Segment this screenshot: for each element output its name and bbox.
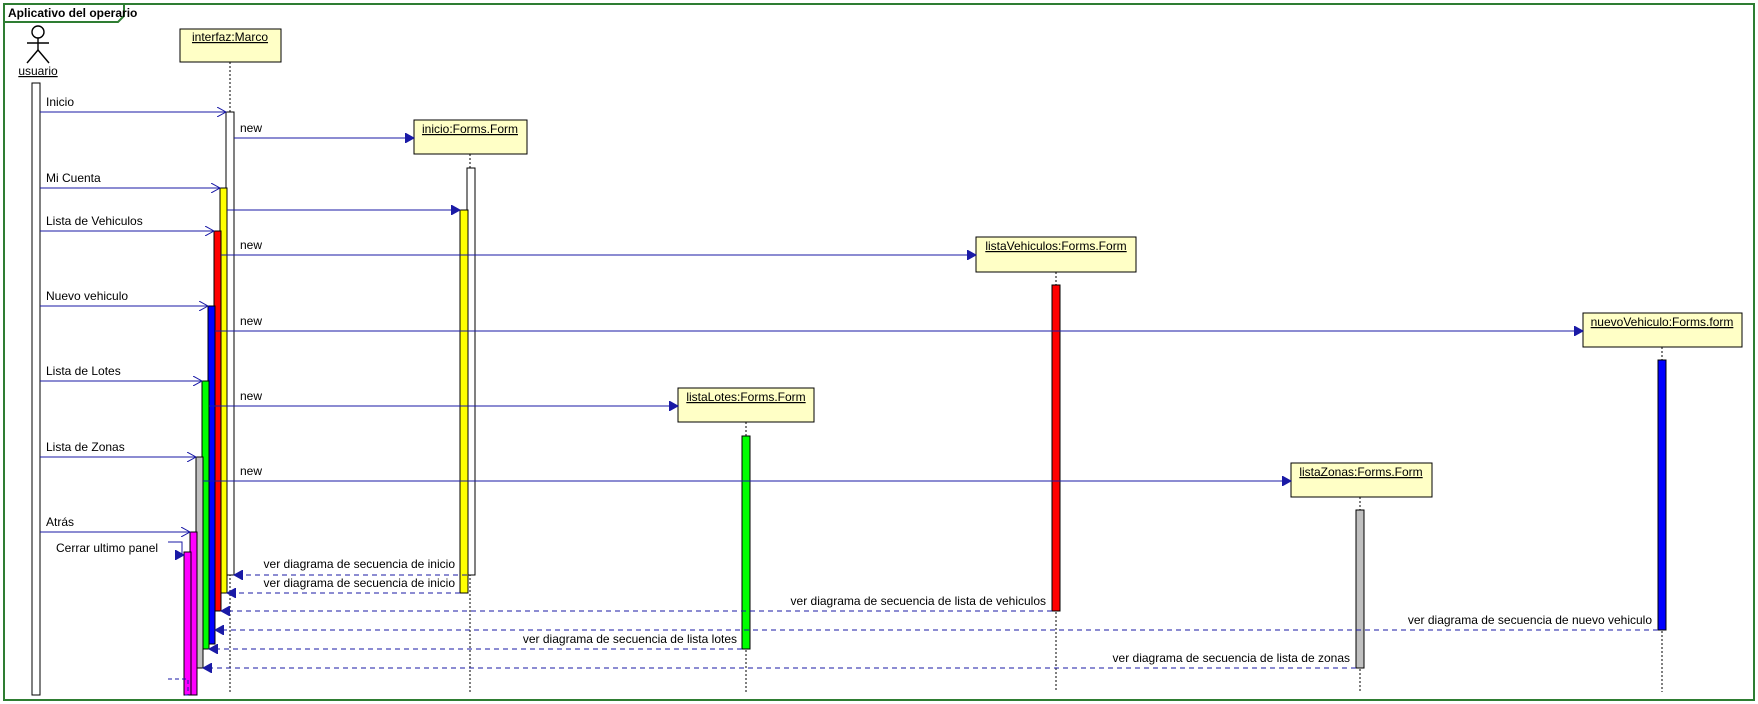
message-cerrar-self-return: [168, 678, 189, 696]
activation-lista-lotes: [741, 435, 751, 650]
message-lista-vehiculos-label: Lista de Vehiculos: [46, 214, 143, 228]
message-lista-zonas-label: Lista de Zonas: [46, 440, 125, 454]
actor-leg-left-icon: [26, 49, 39, 64]
message-new-lista-zonas-label: new: [240, 464, 262, 478]
actor-usuario: [26, 25, 50, 64]
actor-head-icon: [31, 25, 45, 39]
activation-lista-vehiculos: [1051, 284, 1061, 612]
message-inicio-label: Inicio: [46, 95, 74, 109]
object-box-lista-lotes: [677, 387, 815, 423]
object-label-lista-lotes: listaLotes:Forms.Form: [686, 390, 805, 404]
activation-marco-magenta-nested: [183, 551, 192, 696]
object-label-inicio: inicio:Forms.Form: [422, 122, 518, 136]
object-box-nuevo-vehiculo: [1582, 312, 1743, 348]
actor-label: usuario: [18, 64, 58, 78]
object-label-nuevo-vehiculo: nuevoVehiculo:Forms.form: [1591, 315, 1734, 329]
message-new-lista-vehiculos-label: new: [240, 238, 262, 252]
messages: [40, 112, 1583, 696]
activation-inicio-yellow: [459, 209, 469, 594]
activation-nuevo-vehiculo: [1657, 359, 1667, 631]
frame-title: Aplicativo del operario: [8, 6, 137, 20]
object-label-lista-vehiculos: listaVehiculos:Forms.Form: [985, 239, 1126, 253]
object-box-lista-vehiculos: [975, 236, 1137, 273]
activations: [31, 82, 1667, 696]
message-new-lista-lotes-label: new: [240, 389, 262, 403]
return-lista-zonas-label: ver diagrama de secuencia de lista de zo…: [1113, 651, 1350, 665]
object-box-lista-zonas: [1290, 462, 1433, 498]
object-label-marco: interfaz:Marco: [192, 30, 268, 44]
object-label-lista-zonas: listaZonas:Forms.Form: [1299, 465, 1422, 479]
return-inicio-1-label: ver diagrama de secuencia de inicio: [264, 557, 456, 571]
message-nuevo-vehiculo-label: Nuevo vehiculo: [46, 289, 128, 303]
message-mi-cuenta-label: Mi Cuenta: [46, 171, 101, 185]
return-inicio-2-label: ver diagrama de secuencia de inicio: [264, 576, 456, 590]
actor-leg-right-icon: [37, 49, 50, 64]
activation-usuario: [31, 82, 41, 696]
return-lista-lotes-label: ver diagrama de secuencia de lista lotes: [523, 632, 737, 646]
message-new-inicio-label: new: [240, 121, 262, 135]
message-new-nuevo-vehiculo-label: new: [240, 314, 262, 328]
message-cerrar-self-arrow: [168, 541, 184, 555]
message-cerrar-label: Cerrar ultimo panel: [56, 541, 158, 555]
return-nuevo-vehiculo-label: ver diagrama de secuencia de nuevo vehic…: [1408, 613, 1652, 627]
message-atras-label: Atrás: [46, 515, 74, 529]
frame-title-tab: [3, 3, 125, 23]
return-messages: [203, 575, 1658, 668]
frame-border: [3, 3, 1755, 701]
activation-lista-zonas: [1355, 509, 1365, 669]
message-lista-lotes-label: Lista de Lotes: [46, 364, 121, 378]
object-box-marco: [179, 28, 282, 63]
return-lista-vehiculos-label: ver diagrama de secuencia de lista de ve…: [791, 594, 1046, 608]
